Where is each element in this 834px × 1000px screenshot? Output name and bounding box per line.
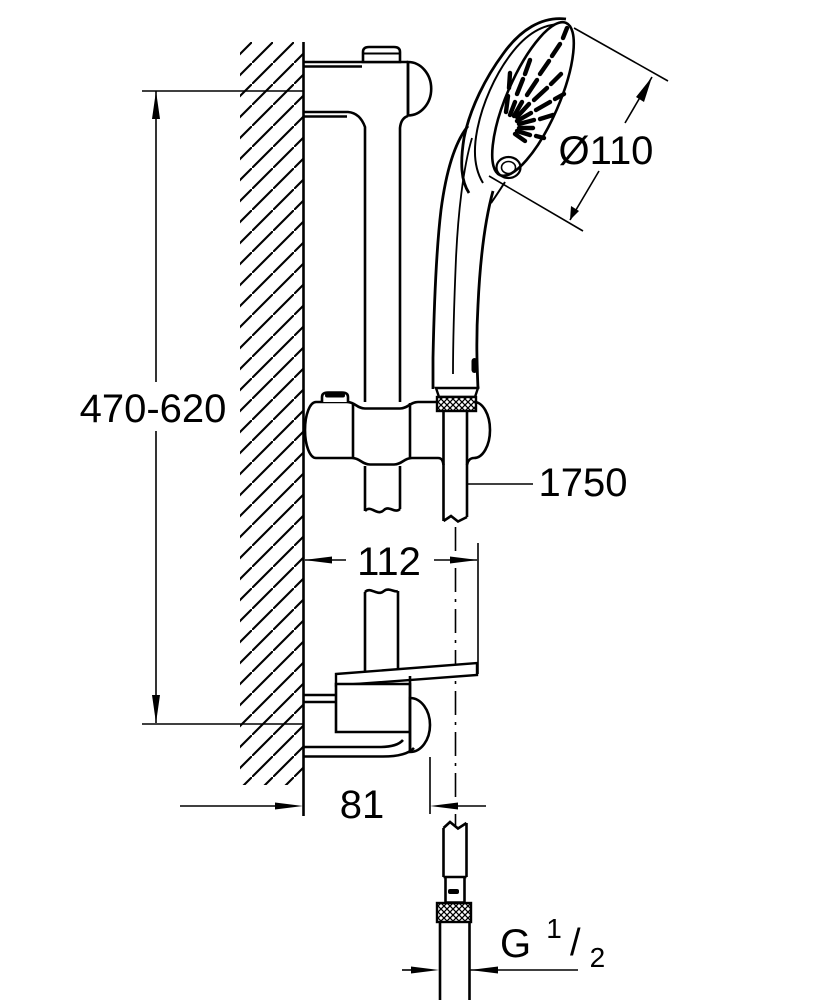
slider-left-cap bbox=[303, 400, 317, 460]
head-back-outline bbox=[460, 17, 567, 194]
thread-denominator: 2 bbox=[590, 942, 606, 973]
bracket-cap bbox=[406, 60, 433, 117]
hose-upper-segment bbox=[442, 411, 469, 524]
glide-rail bbox=[303, 110, 409, 672]
arrow-lower bbox=[570, 206, 579, 220]
handle-left-edge bbox=[431, 125, 470, 389]
slider-bottom-edge bbox=[316, 456, 475, 466]
face-center-ring-outer bbox=[495, 155, 522, 180]
rail-offset-label: 112 bbox=[357, 540, 421, 584]
arrow-left-pointing bbox=[430, 802, 458, 810]
thread-size-label: G 1 / 2 bbox=[500, 903, 605, 973]
wall-section bbox=[240, 42, 305, 816]
top-mounting-bracket bbox=[303, 45, 433, 117]
head-diameter-label: Ø110 bbox=[559, 129, 654, 173]
head-rim-line bbox=[474, 22, 565, 184]
hose-length-label: 1750 bbox=[539, 461, 628, 505]
arrow-upper bbox=[636, 77, 652, 102]
face-center-ring-inner bbox=[500, 160, 517, 175]
shower-hose bbox=[435, 411, 473, 1000]
slider-top-edge bbox=[316, 400, 436, 410]
spray-nozzle-pattern bbox=[503, 25, 570, 144]
height-range-label: 470-620 bbox=[80, 387, 227, 431]
knurled-cone-band bbox=[435, 395, 478, 413]
bottom-mounting-bracket bbox=[303, 676, 432, 758]
hand-shower bbox=[431, 17, 576, 413]
arrow-right-pointing bbox=[275, 802, 303, 810]
dim-rail-offset bbox=[304, 543, 479, 674]
arrow-left bbox=[304, 556, 332, 564]
dim-height-range bbox=[142, 90, 303, 725]
bracket-bulge bbox=[408, 696, 432, 754]
thread-slash: / bbox=[570, 922, 581, 964]
slider-clamp-button-top bbox=[325, 393, 345, 398]
arrow-down bbox=[152, 695, 160, 723]
rail-pipe-upper bbox=[303, 110, 409, 409]
thread-numerator: 1 bbox=[546, 913, 562, 944]
slider-right-cap bbox=[473, 400, 492, 460]
cone-collar bbox=[434, 386, 480, 399]
shower-head-face bbox=[490, 20, 576, 180]
arrow-right bbox=[450, 556, 478, 564]
bracket-escutcheon bbox=[303, 739, 415, 758]
hose-connector-mark bbox=[448, 889, 459, 894]
rail-pipe-mid bbox=[363, 466, 402, 514]
wall-hatch bbox=[240, 42, 303, 785]
hose-connector-nut bbox=[435, 901, 473, 924]
handle-cone-nut bbox=[434, 386, 480, 413]
hose-thread-pipe bbox=[438, 922, 471, 1000]
ext-line-upper bbox=[573, 27, 669, 82]
dim-wall-offset bbox=[180, 757, 486, 814]
arrow-right-pointing bbox=[411, 966, 439, 974]
handle-inner-line bbox=[452, 137, 473, 375]
rail-pipe-lower bbox=[363, 588, 400, 672]
arrow-up bbox=[152, 91, 160, 119]
bracket-body bbox=[334, 682, 412, 734]
dim-thread-size bbox=[402, 966, 578, 974]
bracket-wall-stub bbox=[303, 693, 336, 704]
handle-right-edge bbox=[475, 190, 495, 390]
wall-offset-label: 81 bbox=[340, 783, 385, 827]
thread-g: G bbox=[500, 922, 531, 966]
spray-mode-button bbox=[471, 358, 478, 373]
arrow-left-pointing bbox=[470, 966, 498, 974]
ext-line-lower bbox=[488, 175, 584, 232]
soap-dish-tray bbox=[334, 661, 479, 687]
hose-lower-segment bbox=[442, 820, 468, 879]
dim-head-diameter bbox=[488, 27, 669, 232]
